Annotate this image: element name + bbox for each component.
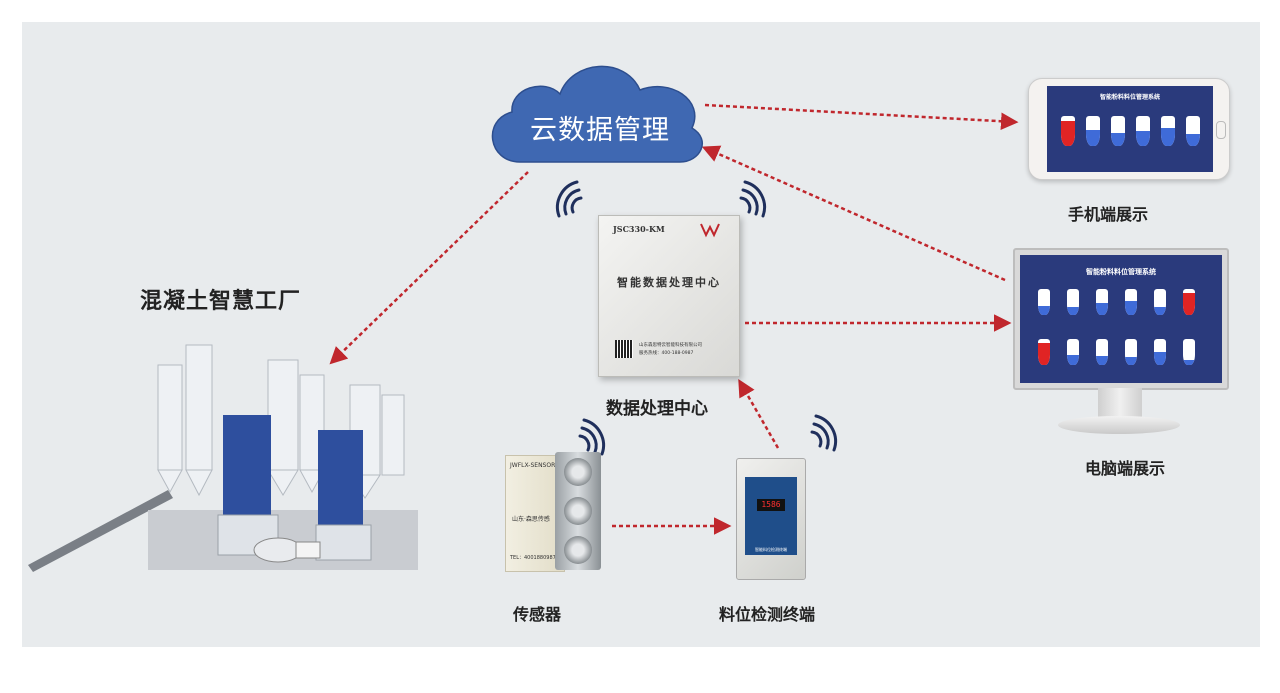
- silo-icon: [1086, 116, 1100, 146]
- silo-fill-level: [1125, 300, 1137, 315]
- device-title: 智能数据处理中心: [617, 276, 721, 289]
- qr-code-icon: [615, 340, 633, 358]
- silo-fill-level: [1136, 131, 1150, 146]
- wifi-icon: [739, 180, 767, 218]
- arrow-cloud-to-factory: [329, 171, 529, 365]
- phone-device: 智能粉料料位管理系统: [1028, 78, 1230, 180]
- silo-fill-level: [1086, 129, 1100, 146]
- silo-fill-level: [1154, 352, 1166, 365]
- device-company: 山东森思特云智能科技有限公司: [639, 343, 702, 348]
- silo-icon: [1183, 289, 1195, 315]
- arrow-terminal-to-center: [738, 378, 780, 449]
- sensor-label: 传感器: [513, 605, 562, 624]
- bolt-icon: [564, 497, 592, 525]
- bolt-icon: [564, 536, 592, 564]
- terminal-panel: 1586 智能料位检测终端: [745, 477, 797, 555]
- silo-icon: [1067, 339, 1079, 365]
- silo-icon: [1183, 339, 1195, 365]
- monitor-label: 电脑端展示: [1085, 459, 1166, 478]
- device-model: JSC330-KM: [613, 224, 665, 234]
- silo-fill-level: [1067, 354, 1079, 365]
- silo-fill-level: [1061, 120, 1075, 146]
- sensor-model: JWFLX-SENSOR: [510, 462, 556, 469]
- phone-label: 手机端展示: [1068, 205, 1149, 224]
- phone-home-button: [1216, 121, 1226, 139]
- wifi-icon: [810, 414, 838, 452]
- silo-icon: [1154, 289, 1166, 315]
- silo-fill-level: [1096, 303, 1108, 315]
- silo-fill-level: [1154, 307, 1166, 315]
- cloud-icon: [491, 65, 703, 163]
- silo-fill-level: [1183, 359, 1195, 365]
- silo-fill-level: [1183, 292, 1195, 315]
- wifi-icon: [578, 418, 606, 456]
- arrow-monitor-to-cloud: [701, 145, 1006, 282]
- silo-fill-level: [1111, 132, 1125, 146]
- silo-fill-level: [1161, 128, 1175, 146]
- silo-icon: [1111, 116, 1125, 146]
- phone-screen: 智能粉料料位管理系统: [1047, 86, 1213, 172]
- silo-icon: [1161, 116, 1175, 146]
- silo-fill-level: [1125, 357, 1137, 365]
- silo-icon: [1096, 339, 1108, 365]
- data-center-label: 数据处理中心: [606, 399, 708, 419]
- silo-icon: [1061, 116, 1075, 146]
- silo-icon: [1186, 116, 1200, 146]
- silo-fill-level: [1038, 342, 1050, 365]
- arrow-cloud-to-phone: [704, 103, 1019, 130]
- monitor-screen-title: 智能粉料料位管理系统: [1086, 268, 1156, 276]
- silo-icon: [1136, 116, 1150, 146]
- silo-icon: [1096, 289, 1108, 315]
- silo-fill-level: [1067, 307, 1079, 315]
- silo-icon: [1125, 339, 1137, 365]
- silo-fill-level: [1186, 134, 1200, 146]
- silo-fill-level: [1038, 305, 1050, 315]
- monitor-stand: [1098, 388, 1142, 418]
- terminal-panel-text: 智能料位检测终端: [755, 547, 787, 552]
- monitor-screen: 智能粉料料位管理系统: [1020, 255, 1222, 383]
- sensor-tel: TEL：4001880987: [510, 555, 556, 561]
- silo-icon: [1038, 289, 1050, 315]
- bolt-icon: [564, 458, 592, 486]
- terminal-display: 1586: [757, 499, 785, 511]
- cloud-label: 云数据管理: [530, 115, 670, 146]
- silo-fill-level: [1096, 355, 1108, 365]
- level-terminal-device: 1586 智能料位检测终端: [736, 458, 806, 580]
- monitor-base: [1058, 416, 1180, 434]
- silo-icon: [1067, 289, 1079, 315]
- data-processing-device: JSC330-KM 智能数据处理中心 山东森思特云智能科技有限公司 服务热线：4…: [598, 215, 740, 377]
- concrete-plant-image: [28, 344, 418, 572]
- device-hotline: 服务热线：400-188-0987: [639, 351, 694, 356]
- wifi-icon: [555, 180, 583, 218]
- brand-logo-icon: [700, 223, 720, 238]
- terminal-label: 料位检测终端: [719, 605, 816, 624]
- silo-icon: [1154, 339, 1166, 365]
- monitor-device: 智能粉料料位管理系统: [1013, 248, 1229, 390]
- silo-icon: [1038, 339, 1050, 365]
- factory-label: 混凝土智慧工厂: [140, 289, 302, 314]
- sensor-brand: 山东·森思传感: [512, 516, 550, 523]
- sensor-metal-block: [555, 452, 601, 570]
- phone-screen-title: 智能粉料料位管理系统: [1099, 94, 1160, 101]
- silo-icon: [1125, 289, 1137, 315]
